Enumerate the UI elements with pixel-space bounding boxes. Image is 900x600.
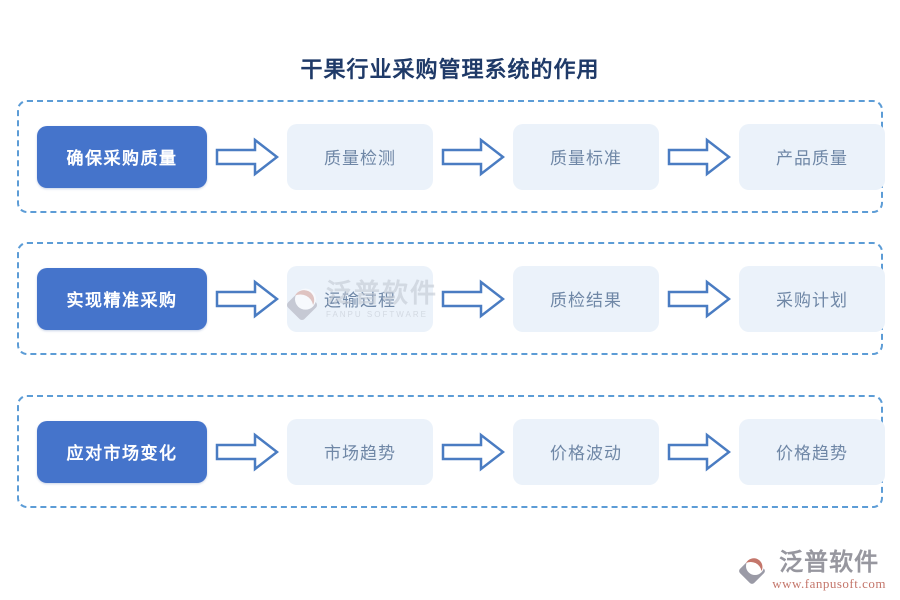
flow-step-box: 质量标准 xyxy=(513,123,659,190)
arrow-right-icon xyxy=(215,278,279,319)
arrow-right-icon xyxy=(441,278,505,319)
flow-step-box: 产品质量 xyxy=(739,123,885,190)
fanpu-logo-icon xyxy=(739,557,766,585)
flow-step-box: 价格趋势 xyxy=(739,418,885,485)
flow-row-market: 应对市场变化 市场趋势 价格波动 价格趋势 xyxy=(17,395,885,508)
footer-url-text: www.fanpusoft.com xyxy=(772,576,886,591)
arrow-right-icon xyxy=(667,431,731,472)
arrow-right-icon xyxy=(667,278,731,319)
flow-start-button: 应对市场变化 xyxy=(37,420,207,483)
page-title: 干果行业采购管理系统的作用 xyxy=(300,57,600,82)
flow-step-box: 质量检测 xyxy=(287,123,433,190)
arrow-right-icon xyxy=(441,431,505,472)
flow-row-quality: 确保采购质量 质量检测 质量标准 产品质量 xyxy=(17,100,885,213)
arrow-right-icon xyxy=(441,136,505,177)
footer-brand-logo: 泛普软件 www.fanpusoft.com xyxy=(734,549,886,592)
flow-step-box: 采购计划 xyxy=(739,265,885,332)
arrow-right-icon xyxy=(215,431,279,472)
flow-row-precision: 实现精准采购 运输过程 质检结果 采购计划 泛普软件 FANPU SOFTWAR… xyxy=(17,242,885,355)
flow-step-box: 质检结果 xyxy=(513,265,659,332)
flow-step-box: 价格波动 xyxy=(513,418,659,485)
flow-start-button: 确保采购质量 xyxy=(37,125,207,188)
arrow-right-icon xyxy=(667,136,731,177)
flow-start-button: 实现精准采购 xyxy=(37,267,207,330)
flow-step-box: 运输过程 xyxy=(287,265,433,332)
footer-brand-text: 泛普软件 xyxy=(779,549,880,576)
arrow-right-icon xyxy=(215,136,279,177)
flow-step-box: 市场趋势 xyxy=(287,418,433,485)
